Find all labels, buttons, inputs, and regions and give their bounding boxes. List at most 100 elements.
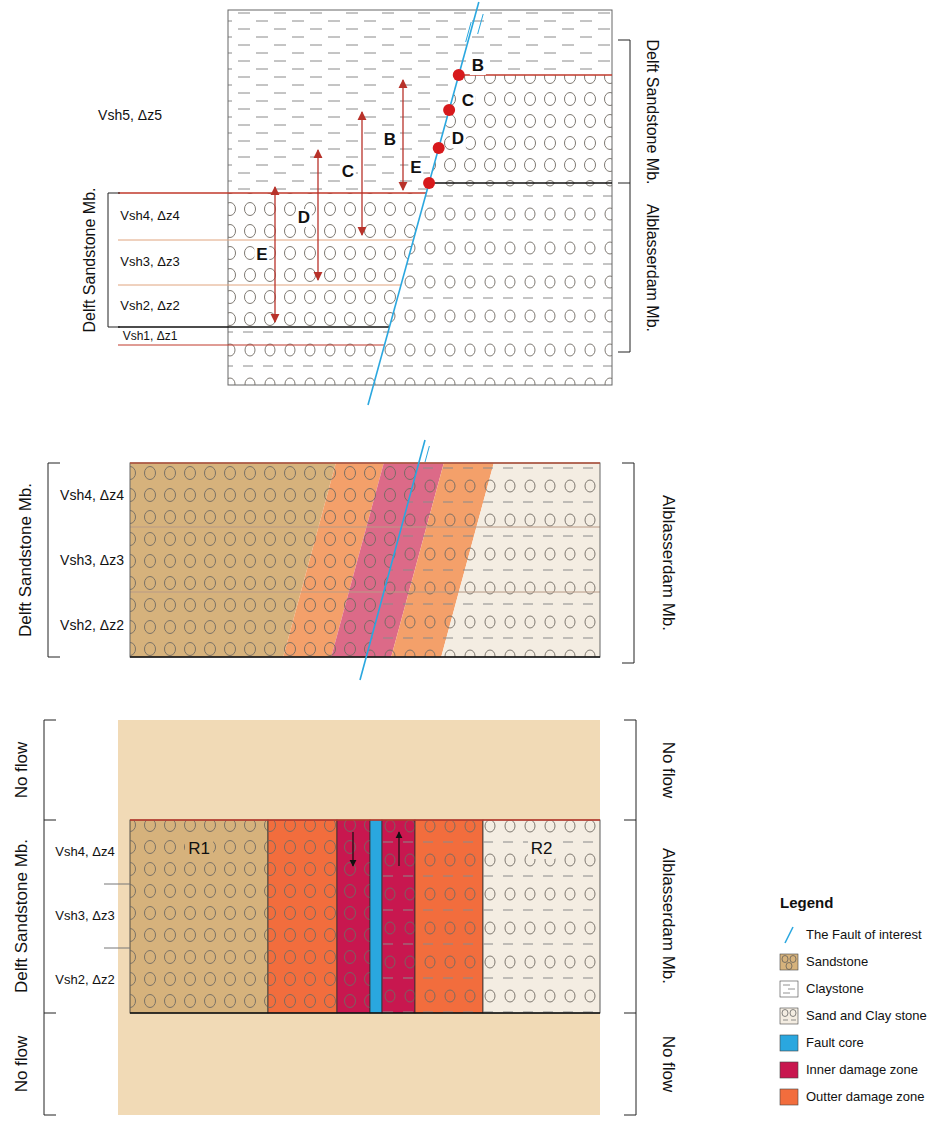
boundary-bracket <box>624 1013 636 1014</box>
slip-arrow <box>425 446 429 462</box>
layer-line <box>118 240 413 241</box>
boundary-bracket <box>636 720 637 1115</box>
boundary-bracket <box>44 720 56 721</box>
slip-arrow <box>398 832 399 866</box>
offset-arrow <box>402 80 403 190</box>
legend-swatch <box>780 1035 798 1051</box>
legend-swatch <box>780 1062 798 1078</box>
slip-arrow <box>478 14 484 34</box>
legend-swatch <box>782 1010 788 1017</box>
legend-text: Inner damage zone <box>806 1063 918 1077</box>
section-frame <box>228 10 612 385</box>
legend-swatch <box>780 954 798 970</box>
legend-swatch <box>780 1062 798 1078</box>
member-label: Alblasserdam Mb. <box>659 848 677 984</box>
claystone-layer <box>459 10 612 75</box>
horizon-line <box>130 462 600 464</box>
legend-swatch <box>780 1089 798 1105</box>
juxtaposition-point <box>443 104 455 116</box>
fault-line <box>360 440 425 680</box>
model-region: R1 <box>130 820 268 1013</box>
legend-swatch <box>785 927 793 943</box>
legend-swatch <box>780 981 798 997</box>
boundary-label: No flow <box>13 1036 31 1093</box>
layer-line <box>130 527 600 528</box>
member-bracket <box>108 327 120 328</box>
model-region: R2 <box>483 820 600 1013</box>
model-zone <box>130 820 268 1013</box>
layer-label: Vsh3, Δz3 <box>55 909 114 923</box>
layer-line <box>130 592 600 593</box>
legend-swatch <box>780 954 798 970</box>
member-bracket <box>48 463 49 657</box>
model-zone <box>382 820 415 1013</box>
offset-arrow <box>274 187 275 322</box>
legend-swatch <box>780 1008 798 1024</box>
layer-line <box>118 345 385 346</box>
layer-label: Vsh2, Δz2 <box>60 618 124 633</box>
legend-swatch <box>783 985 790 986</box>
horizon-line <box>118 326 389 327</box>
legend-swatch <box>782 956 788 963</box>
layer-label: Vsh5, Δz5 <box>98 108 162 123</box>
offset-label: B <box>382 131 398 149</box>
sand-clay-layer <box>374 183 613 385</box>
member-bracket <box>622 663 634 664</box>
sand-clay-texture <box>366 463 600 657</box>
member-bracket <box>618 40 630 41</box>
legend-swatch <box>790 956 796 963</box>
member-bracket <box>622 463 634 464</box>
layer-label: Vsh2, Δz2 <box>55 973 114 987</box>
member-bracket <box>630 40 631 352</box>
layer-label: Vsh3, Δz3 <box>120 255 179 269</box>
fault-line <box>368 2 479 405</box>
region-label: R2 <box>528 840 556 859</box>
layer-label: Vsh4, Δz4 <box>55 845 114 859</box>
legend-swatch <box>790 1010 796 1017</box>
member-label: Delft Sandstone Mb. <box>13 839 31 993</box>
legend-swatch <box>780 1089 798 1105</box>
legend-swatch <box>786 963 792 970</box>
layer-tick <box>104 884 130 885</box>
model-zone <box>337 820 370 1013</box>
zone-texture <box>268 820 337 1013</box>
offset-arrow <box>317 150 318 280</box>
member-bracket <box>618 183 630 184</box>
point-label: D <box>450 130 466 148</box>
zone-frame <box>130 463 600 657</box>
zone-texture <box>483 820 600 1013</box>
member-label: Delft Sandstone Mb. <box>644 40 661 185</box>
model-zone <box>415 820 483 1013</box>
boundary-bracket <box>624 820 636 821</box>
boundary-bracket <box>44 720 45 1115</box>
slip-arrow <box>466 22 472 42</box>
member-bracket <box>48 463 60 464</box>
horizon-line <box>118 192 426 194</box>
zone-texture <box>415 820 483 1013</box>
boundary-bracket <box>624 720 636 721</box>
legend-swatch <box>783 1020 788 1021</box>
legend-text: Claystone <box>806 982 864 996</box>
member-bracket <box>108 193 120 194</box>
member-label: Delft Sandstone Mb. <box>82 188 99 333</box>
offset-label: D <box>296 209 312 227</box>
zone-texture <box>382 820 415 1013</box>
point-label: C <box>460 92 476 110</box>
zone-texture <box>130 820 268 1013</box>
horizon-line <box>429 182 612 183</box>
member-bracket <box>48 657 60 658</box>
legend-text: The Fault of interest <box>806 928 922 942</box>
member-label: Alblasserdam Mb. <box>644 204 661 332</box>
offset-label: C <box>340 163 356 181</box>
model-zone <box>483 820 600 1013</box>
member-bracket <box>634 463 635 663</box>
legend-swatch <box>780 981 798 997</box>
sandstone-layer <box>429 75 612 183</box>
layer-label: Vsh3, Δz3 <box>60 553 124 568</box>
slip-arrow <box>352 832 353 866</box>
boundary-bracket <box>44 1115 56 1116</box>
point-label: E <box>408 159 423 177</box>
